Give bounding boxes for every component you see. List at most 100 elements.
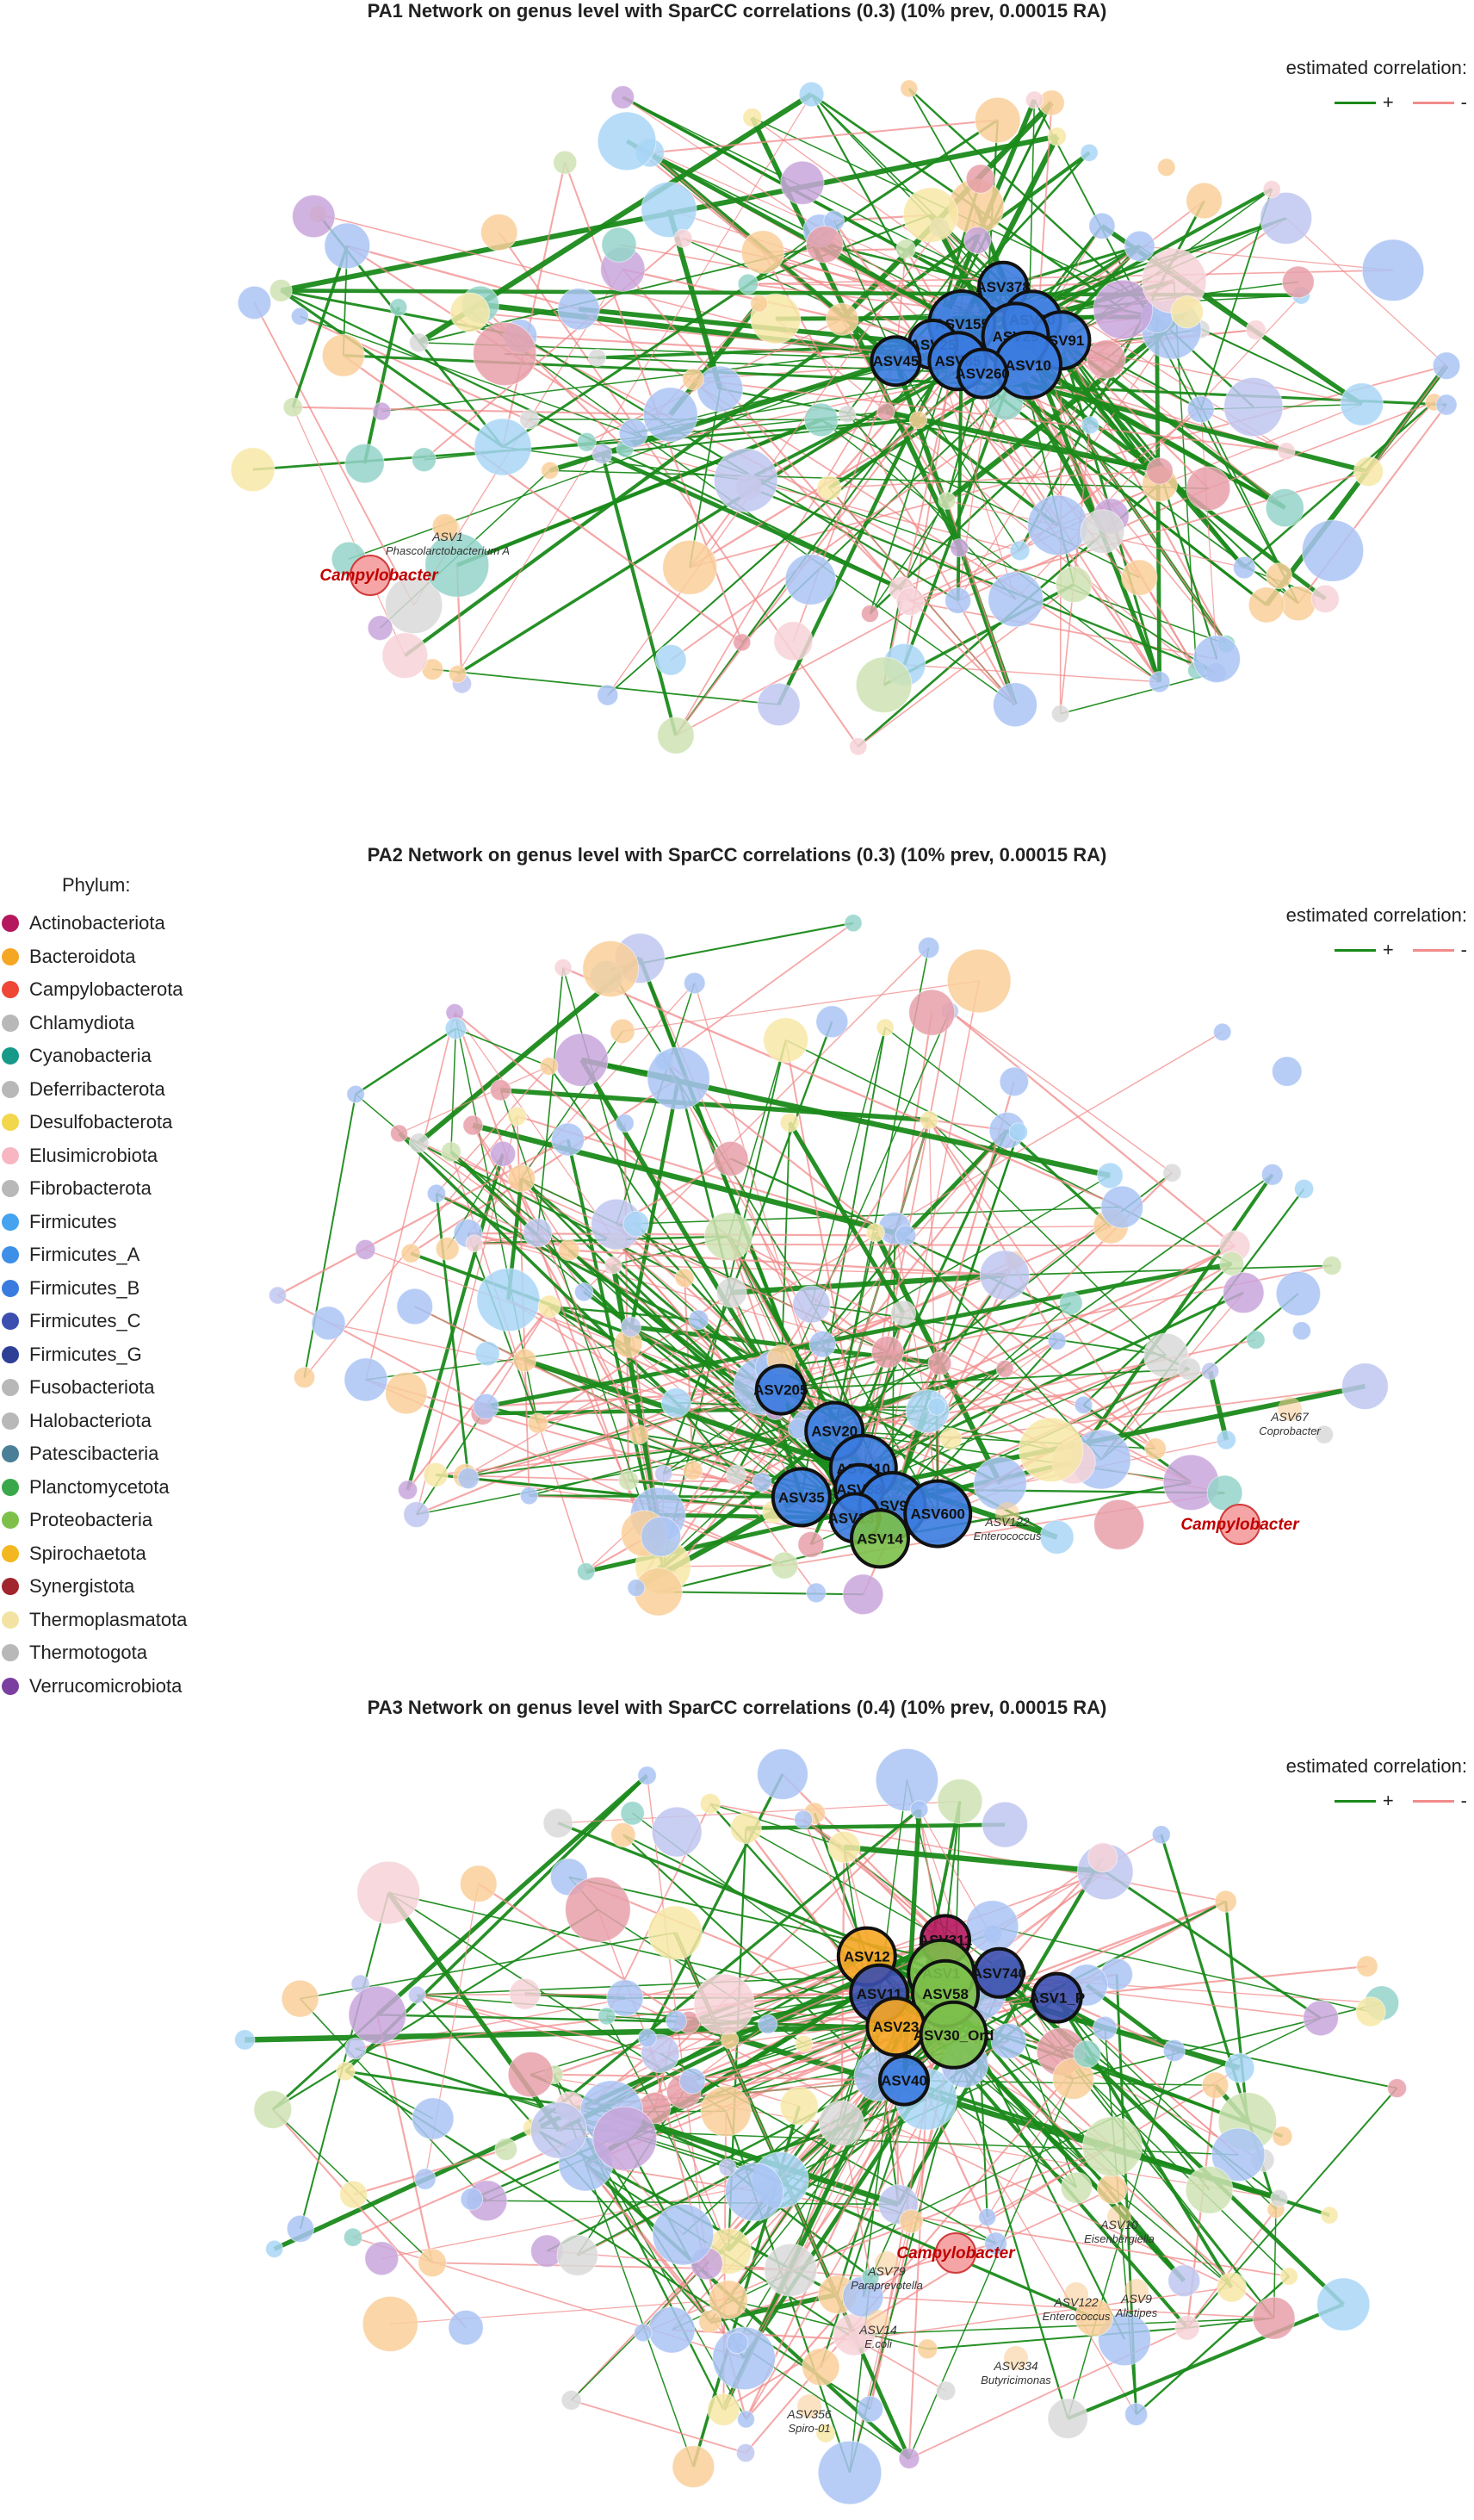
positive-correlation-edge	[500, 1088, 930, 1123]
taxon-node	[397, 1480, 418, 1500]
taxon-node	[622, 1210, 650, 1238]
taxon-node	[641, 1516, 682, 1557]
positive-correlation-edge	[625, 139, 963, 326]
hub-node	[973, 1946, 1025, 1999]
taxon-node	[674, 1268, 695, 1288]
taxon-node	[627, 1579, 646, 1598]
taxon-node	[1310, 584, 1340, 613]
taxon-node	[530, 2101, 588, 2159]
annotation-asv: ASV14	[858, 2323, 897, 2337]
taxon-node	[818, 2100, 864, 2146]
taxon-node	[973, 1456, 1027, 1511]
taxon-node	[718, 2158, 737, 2177]
positive-correlation-edge	[730, 1158, 1190, 1370]
taxon-node	[1224, 2052, 1255, 2083]
taxon-node	[576, 1562, 596, 1581]
annotated-node	[866, 2310, 890, 2334]
phylum-name: Chlamydiota	[29, 1011, 135, 1033]
positive-correlation-edge	[1082, 1263, 1233, 1406]
taxon-node	[1186, 466, 1231, 512]
taxon-node	[1216, 2272, 1248, 2303]
negative-correlation-edge	[649, 119, 998, 154]
taxon-node	[1262, 180, 1281, 199]
taxon-node	[764, 2243, 818, 2297]
taxon-node	[444, 1017, 468, 1040]
positive-correlation-edge	[894, 1227, 1102, 1461]
taxon-node	[1387, 2078, 1408, 2099]
taxon-node	[527, 1412, 548, 1434]
taxon-node	[927, 1397, 946, 1416]
campylobacter-node	[1219, 1504, 1260, 1545]
hub-node	[850, 1508, 910, 1569]
phylum-legend-item: Elusimicrobiota	[0, 1139, 224, 1173]
negative-correlation-edge	[1186, 2208, 1277, 2329]
taxon-node	[1170, 295, 1205, 329]
annotated-node	[875, 2251, 899, 2275]
negative-label: -	[1460, 939, 1467, 960]
taxon-node	[1248, 587, 1285, 624]
taxon-node	[806, 1582, 827, 1604]
taxon-node	[815, 1005, 849, 1039]
taxon-node	[817, 2440, 883, 2505]
positive-correlation-edge	[728, 2299, 928, 2350]
taxon-node	[1322, 1255, 1342, 1276]
taxon-node	[795, 2034, 814, 2053]
taxon-node	[1059, 1291, 1083, 1315]
negative-correlation-edge	[585, 2163, 711, 2323]
positive-correlation-edge	[746, 1822, 1006, 1830]
positive-correlation-edge	[450, 1028, 457, 1152]
negative-correlation-edge	[833, 220, 1161, 683]
taxon-node	[1260, 1163, 1284, 1186]
negative-correlation-edge	[743, 2080, 905, 2359]
annotated-node	[1004, 2346, 1028, 2370]
taxon-node	[979, 1250, 1031, 1300]
taxon-node	[610, 85, 635, 109]
taxon-node	[654, 1464, 673, 1483]
taxon-node	[591, 444, 613, 464]
phylum-color-dot	[2, 1180, 19, 1198]
taxon-node	[592, 2106, 658, 2171]
taxon-node	[385, 1371, 428, 1415]
campylobacter-node	[350, 555, 391, 596]
taxon-node	[348, 1985, 407, 2045]
taxon-node	[736, 2410, 755, 2429]
taxon-node	[282, 397, 303, 418]
negative-correlation-edge	[318, 213, 896, 362]
negative-correlation-edge	[1060, 339, 1210, 490]
taxon-node	[1027, 494, 1088, 556]
positive-correlation-edge	[362, 307, 400, 464]
positive-correlation-edge	[992, 1926, 1372, 2013]
taxon-node	[1265, 488, 1304, 528]
negative-correlation-edge	[675, 549, 1020, 736]
positive-correlation-edge	[1060, 672, 1217, 715]
taxon-node	[908, 989, 956, 1036]
phylum-legend-item: Bacteroidota	[0, 940, 224, 974]
taxon-node	[523, 1218, 553, 1248]
taxon-node	[459, 1865, 498, 1903]
hub-node	[878, 2054, 930, 2107]
taxon-node	[860, 605, 879, 624]
taxon-node	[364, 2241, 399, 2276]
taxon-node	[1121, 559, 1158, 596]
taxon-node	[1080, 509, 1125, 554]
taxon-node	[362, 2295, 418, 2352]
taxon-node	[1100, 1185, 1144, 1229]
negative-correlation-edge	[1367, 401, 1435, 473]
negative-correlation-edge	[692, 378, 1016, 705]
annotated-node	[1107, 2205, 1131, 2229]
phylum-name: Proteobacteria	[29, 1509, 153, 1531]
taxon-node	[606, 1979, 644, 2017]
taxon-node	[268, 1286, 288, 1305]
taxon-node	[1435, 394, 1458, 416]
negative-correlation-edge	[728, 1235, 836, 1432]
positive-correlation-edge	[562, 967, 637, 1225]
phylum-legend-item: Spirochaetota	[0, 1537, 224, 1571]
positive-correlation-edge	[752, 116, 1363, 406]
phylum-legend-item: Fusobacteriota	[0, 1371, 224, 1405]
negative-correlation-edge	[950, 1354, 1167, 1440]
taxon-node	[265, 2239, 284, 2258]
taxon-node	[780, 160, 825, 205]
taxon-node	[1272, 2126, 1293, 2147]
phylum-legend-item: Actinobacteriota	[0, 907, 224, 940]
negative-correlation-edge	[628, 1343, 802, 1498]
